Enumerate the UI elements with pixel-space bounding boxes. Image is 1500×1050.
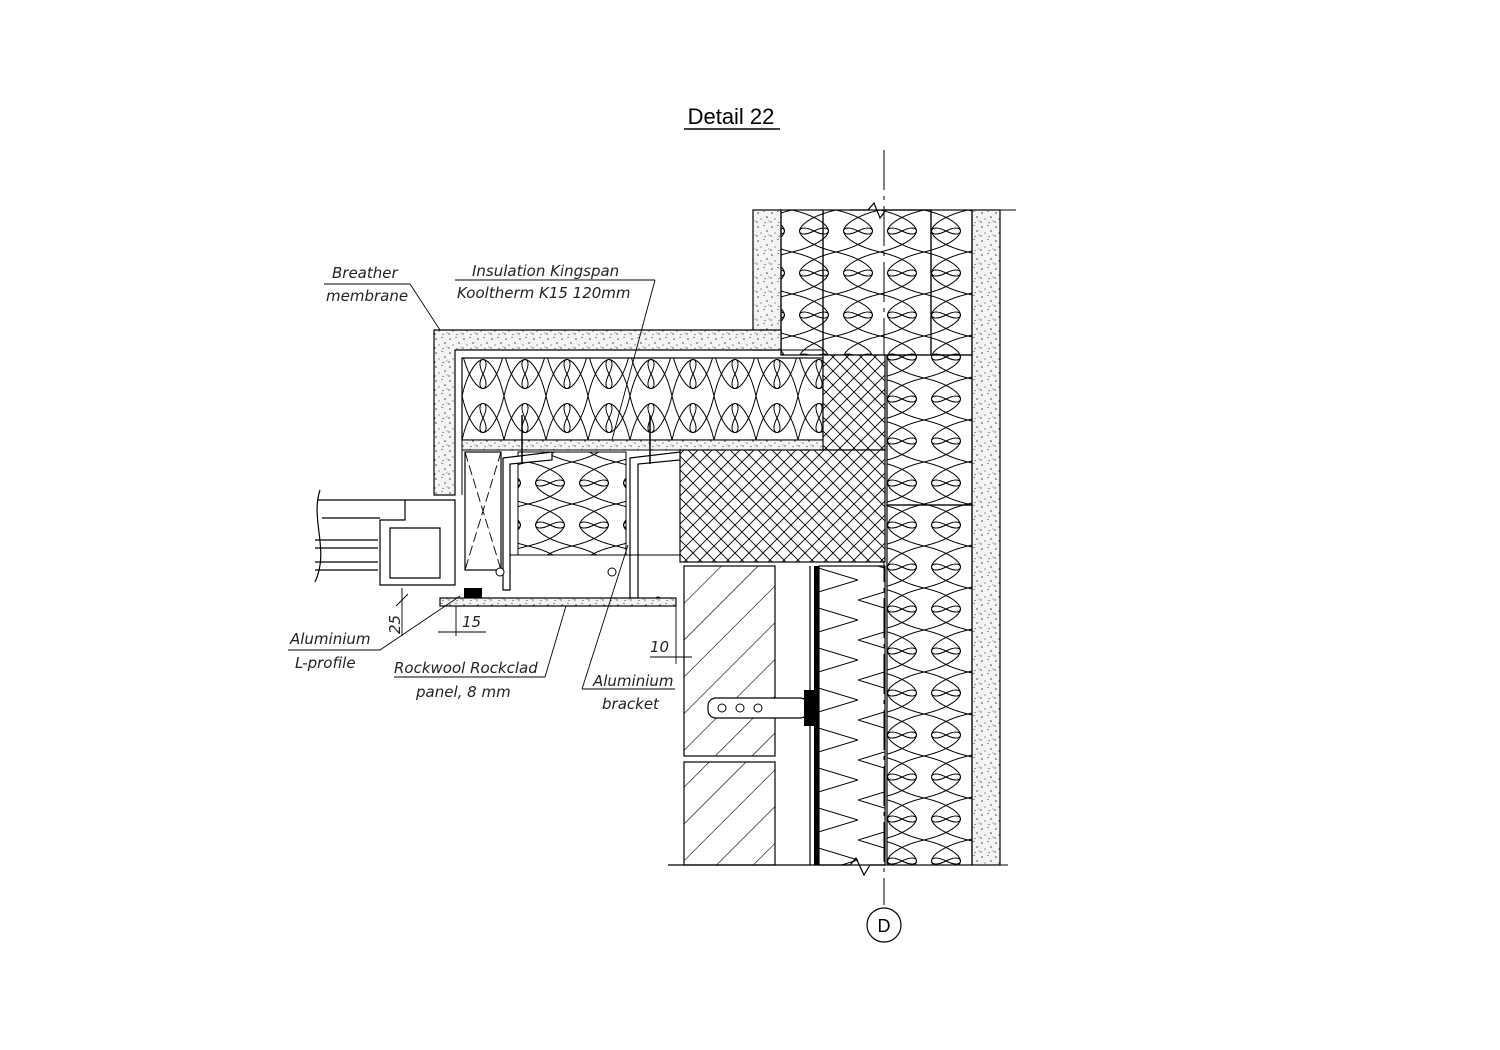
fixing-bolt <box>495 567 505 577</box>
wall-tie-hole <box>735 703 745 713</box>
label-insulation-1: Insulation Kingspan <box>472 262 619 280</box>
window-frame <box>379 499 456 586</box>
structure-block-upper <box>822 354 886 451</box>
dimension-15: 15 <box>438 606 486 636</box>
label-lprofile-2: L-profile <box>295 654 356 672</box>
detail-title: Detail 22 <box>688 104 775 129</box>
leader-insulation-arm <box>611 279 656 441</box>
soffit-insulation <box>517 451 627 556</box>
label-rockclad-2: panel, 8 mm <box>415 683 511 701</box>
window-head-line <box>318 499 405 519</box>
dim-15-text: 15 <box>462 613 481 631</box>
brick-leaf-lower <box>683 761 776 866</box>
aluminium-bracket-right <box>629 451 681 599</box>
concrete-lintel <box>679 449 886 563</box>
break-line-top <box>850 201 931 220</box>
window-sill-curve <box>314 489 322 583</box>
window-glazing <box>315 539 378 571</box>
break-line <box>668 856 886 877</box>
aluminium-bracket-left <box>502 451 553 591</box>
grid-axis-bubble <box>866 907 902 943</box>
fixing-bolt <box>607 567 617 577</box>
label-rockclad-1: Rockwool Rockclad <box>394 659 538 677</box>
grid-axis-label: D <box>878 916 891 936</box>
dim-25-text: 25 <box>386 615 404 634</box>
brick-leaf-upper <box>683 565 776 757</box>
label-breather-2: membrane <box>326 287 408 305</box>
wall-tie-hole <box>753 703 763 713</box>
wall-tie-hole <box>717 703 727 713</box>
wall-insulation-lower <box>886 504 973 866</box>
label-bracket-1: Aluminium <box>592 672 674 690</box>
leader-breather-arm <box>409 283 441 331</box>
label-bracket-2: bracket <box>602 695 660 713</box>
zigzag-insulation <box>818 565 886 866</box>
upper-wall-render <box>752 209 782 351</box>
timber-batten-cross <box>464 451 502 571</box>
dimension-25: 25 <box>386 588 409 636</box>
label-breather-1: Breather <box>332 264 398 282</box>
upper-insulation-2 <box>822 209 932 356</box>
sealant-bead <box>464 588 482 598</box>
leader-lprofile-arm <box>379 595 461 651</box>
leader-bracket-arm <box>581 544 629 690</box>
window-frame-inner <box>389 527 441 579</box>
exterior-render-right <box>971 209 1001 866</box>
dim-10-text: 10 <box>650 638 669 656</box>
rockclad-panel <box>439 597 677 607</box>
wall-tie-plate <box>804 690 814 726</box>
cavity-membrane <box>814 566 819 865</box>
label-insulation-2: Kooltherm K15 120mm <box>457 284 631 302</box>
leader-rockclad-arm <box>544 605 567 678</box>
wall-insulation-upper <box>886 354 973 506</box>
kingspan-facing <box>461 439 824 451</box>
upper-insulation-3 <box>930 209 973 356</box>
upper-insulation-1 <box>780 209 824 356</box>
label-lprofile-1: Aluminium <box>289 630 371 648</box>
dimension-10: 10 <box>650 606 692 664</box>
kingspan-insulation <box>461 357 824 441</box>
